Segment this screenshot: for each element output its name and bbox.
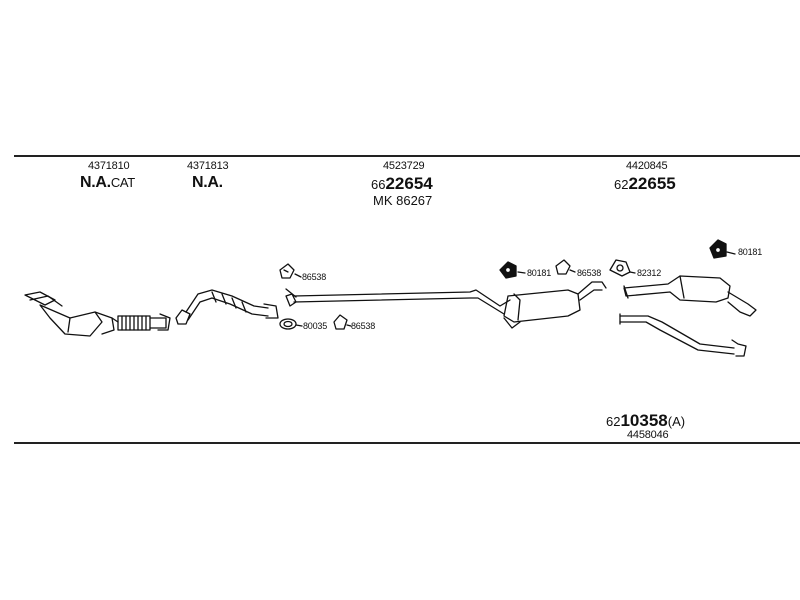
tail-pipe-icon (619, 313, 747, 357)
front-pipe-icon (175, 289, 279, 325)
column-2-part-number: 4371813 (187, 160, 229, 172)
column-4-code: 6222655 (614, 174, 676, 193)
column-1-code: N.A.CAT (80, 174, 135, 191)
column-3-part-number: 4523729 (383, 160, 425, 172)
top-divider (14, 155, 800, 157)
hanger-icon-1 (499, 261, 526, 279)
bottom-divider (14, 442, 800, 444)
clamp-label-2: 86538 (351, 321, 376, 331)
column-3-code: 6622654 (371, 174, 433, 193)
gasket-icon (279, 318, 303, 330)
bracket-label: 82312 (637, 268, 662, 278)
kit-part-number: 4458046 (627, 429, 669, 441)
clamp-label-3: 86538 (577, 268, 602, 278)
gasket-label: 80035 (303, 321, 328, 331)
catalytic-converter-icon (24, 291, 171, 337)
clamp-icon-3 (555, 259, 576, 275)
bracket-icon (609, 259, 636, 277)
rear-silencer-icon (623, 275, 757, 317)
kit-code: 6210358(A) (606, 411, 686, 430)
clamp-label-1: 86538 (302, 272, 327, 282)
clamp-icon-2 (333, 314, 352, 330)
column-2-code: N.A. (192, 174, 223, 191)
middle-silencer-icon (503, 281, 607, 329)
hanger-label-1: 80181 (527, 268, 552, 278)
column-1-part-number: 4371810 (88, 160, 130, 172)
clamp-icon-1 (279, 263, 302, 279)
hanger-label-2: 80181 (738, 247, 763, 257)
column-3-mk-code: MK 86267 (373, 193, 433, 208)
column-4-part-number: 4420845 (626, 160, 668, 172)
intermediate-pipe-icon (285, 288, 511, 315)
hanger-icon-2 (709, 239, 736, 259)
